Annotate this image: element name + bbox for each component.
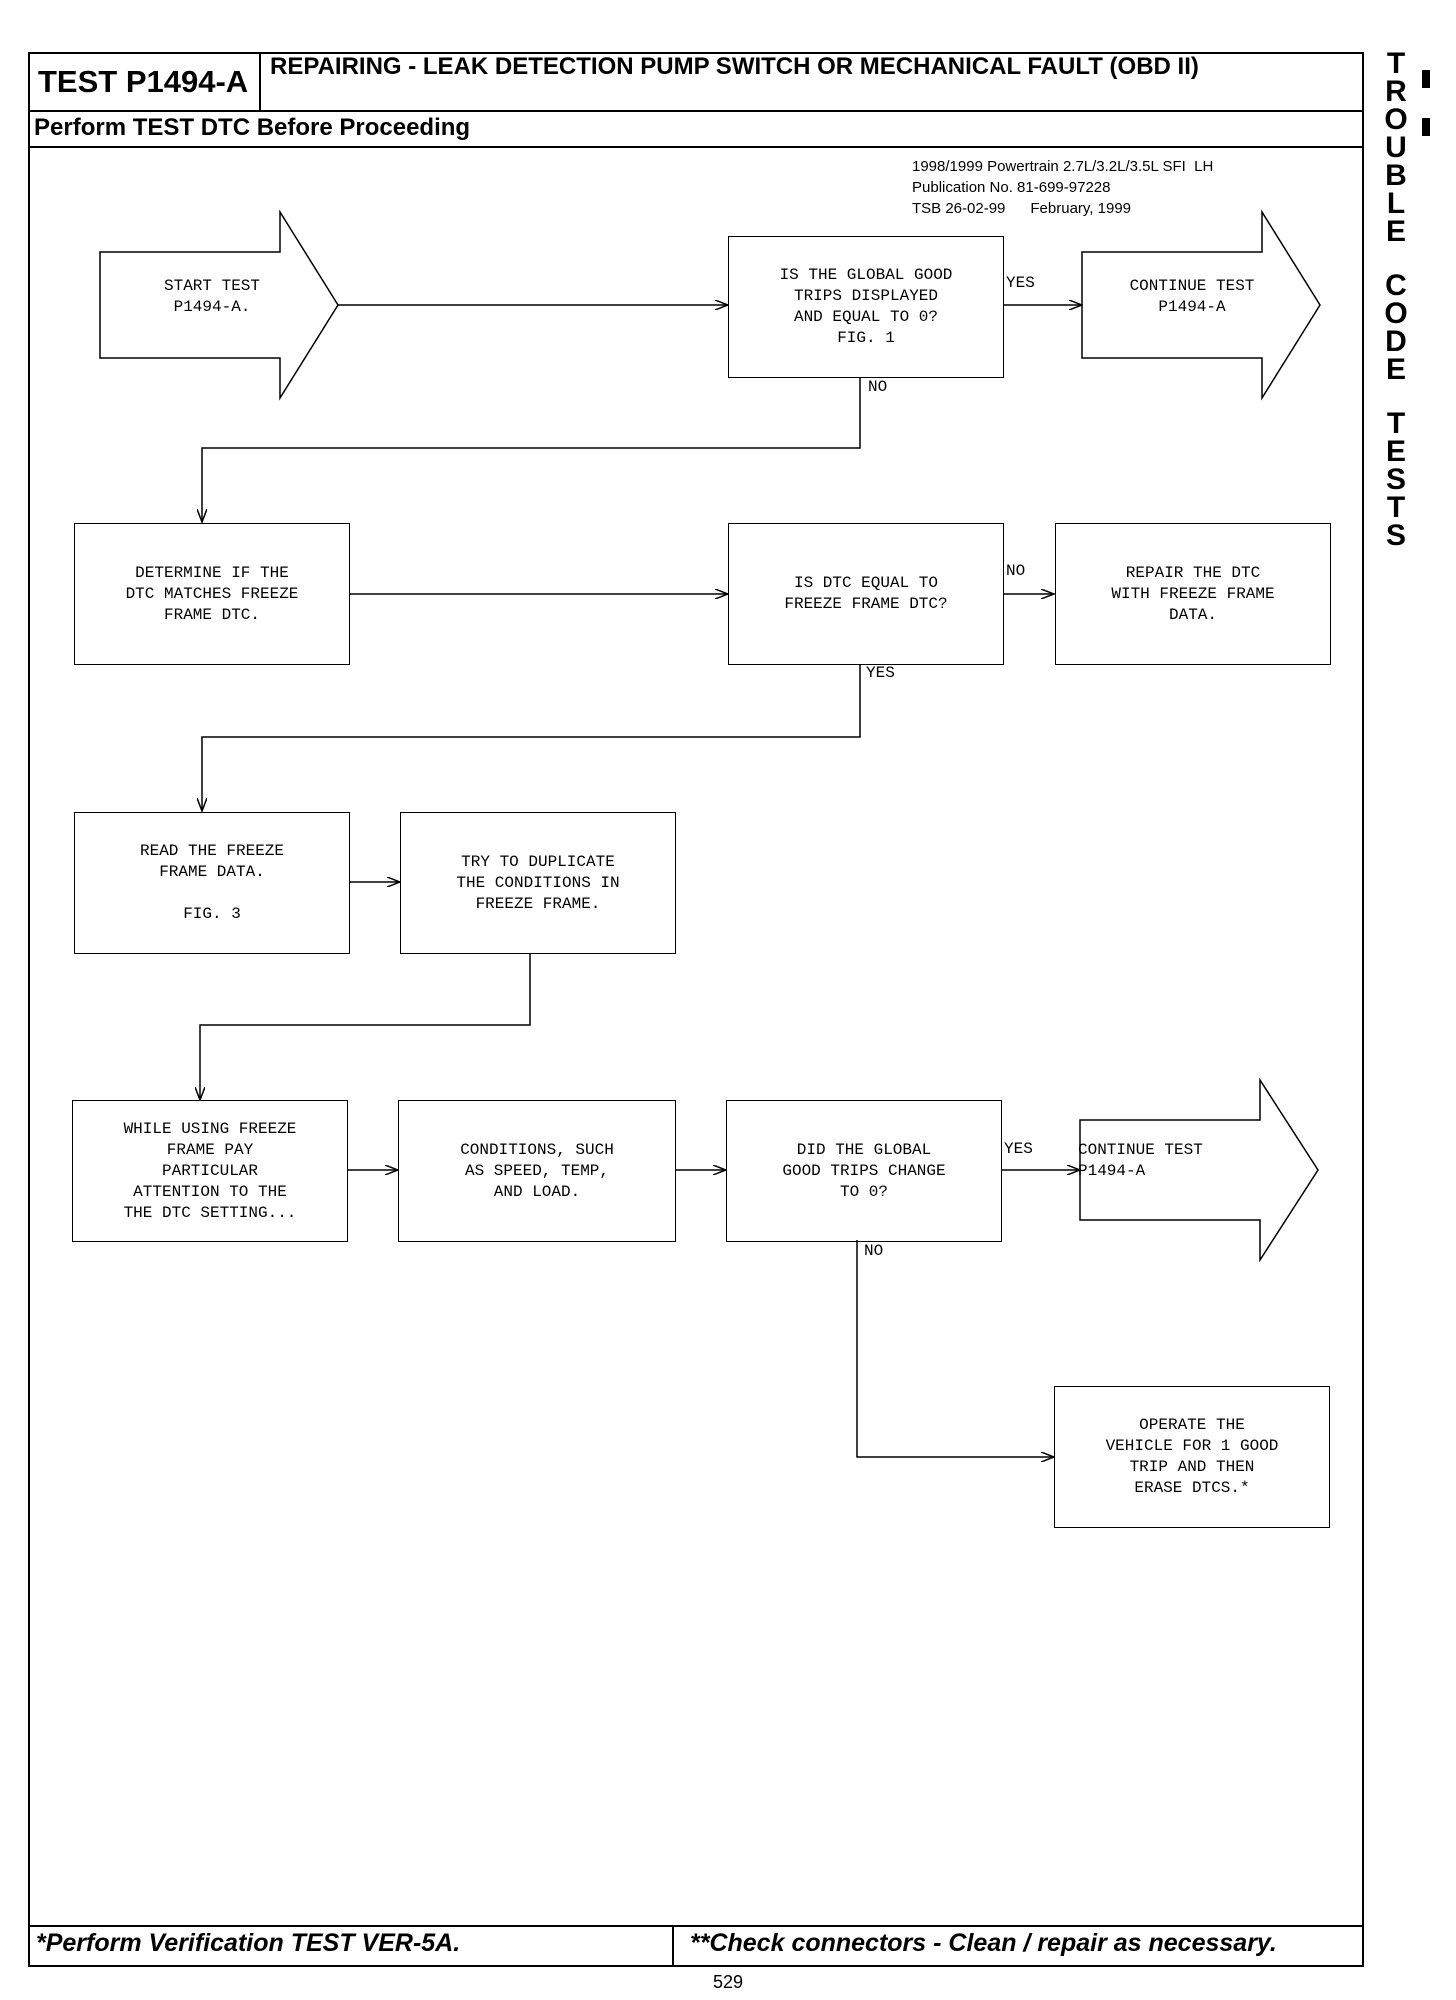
decision-dtc-equal: IS DTC EQUAL TO FREEZE FRAME DTC?: [728, 523, 1004, 665]
decision-good-trips-change: DID THE GLOBAL GOOD TRIPS CHANGE TO 0?: [726, 1100, 1002, 1242]
publication-line: TSB 26-02-99 February, 1999: [912, 200, 1132, 217]
connector: [202, 378, 861, 522]
start-arrow-shape: [99, 209, 339, 401]
tab-marker: [1422, 118, 1430, 136]
continue-arrow-shape-1: [1081, 209, 1321, 401]
connector: [200, 953, 531, 1100]
conditions-box: CONDITIONS, SUCH AS SPEED, TEMP, AND LOA…: [398, 1100, 676, 1242]
read-freeze-frame-box: READ THE FREEZE FRAME DATA. FIG. 3: [74, 812, 350, 954]
start-test-arrow: START TEST P1494-A.: [163, 277, 260, 316]
no-label: NO: [1006, 562, 1026, 580]
tab-marker: [1422, 70, 1430, 88]
footer-separator: [672, 1925, 674, 1967]
no-label: NO: [868, 378, 888, 396]
header-divider: [28, 146, 1364, 148]
repair-dtc-box: REPAIR THE DTC WITH FREEZE FRAME DATA.: [1055, 523, 1331, 665]
yes-label: YES: [866, 664, 895, 682]
test-id: TEST P1494-A: [28, 52, 261, 112]
page-frame: [28, 52, 1364, 1967]
continue-arrow-shape-2: [1079, 1077, 1319, 1263]
footer-note-verification: *Perform Verification TEST VER-5A.: [36, 1929, 461, 1957]
continue-test-arrow: CONTINUE TEST P1494-A: [1129, 277, 1255, 316]
connector: [202, 664, 861, 811]
prerequisite-note: Perform TEST DTC Before Proceeding: [34, 114, 471, 141]
operate-vehicle-box: OPERATE THE VEHICLE FOR 1 GOOD TRIP AND …: [1054, 1386, 1330, 1528]
connector: [856, 1240, 1054, 1457]
determine-dtc-box: DETERMINE IF THE DTC MATCHES FREEZE FRAM…: [74, 523, 350, 665]
continue-test-arrow: CONTINUE TEST P1494-A: [1078, 1141, 1203, 1180]
no-label: NO: [864, 1242, 884, 1260]
decision-global-good-trips: IS THE GLOBAL GOOD TRIPS DISPLAYED AND E…: [728, 236, 1004, 378]
publication-info: 1998/1999 Powertrain 2.7L/3.2L/3.5L SFI …: [912, 156, 1213, 219]
while-using-freeze-frame-box: WHILE USING FREEZE FRAME PAY PARTICULAR …: [72, 1100, 348, 1242]
yes-label: YES: [1006, 274, 1035, 292]
publication-line: 1998/1999 Powertrain 2.7L/3.2L/3.5L SFI …: [912, 158, 1214, 175]
page-number: 529: [712, 1972, 744, 1992]
footer-divider: [28, 1925, 1364, 1927]
duplicate-conditions-box: TRY TO DUPLICATE THE CONDITIONS IN FREEZ…: [400, 812, 676, 954]
footer-note-connectors: **Check connectors - Clean / repair as n…: [690, 1929, 1277, 1957]
yes-label: YES: [1004, 1140, 1033, 1158]
publication-line: Publication No. 81-699-97228: [912, 179, 1111, 196]
header-row: [28, 52, 1364, 112]
page-title: REPAIRING - LEAK DETECTION PUMP SWITCH O…: [270, 53, 1199, 80]
